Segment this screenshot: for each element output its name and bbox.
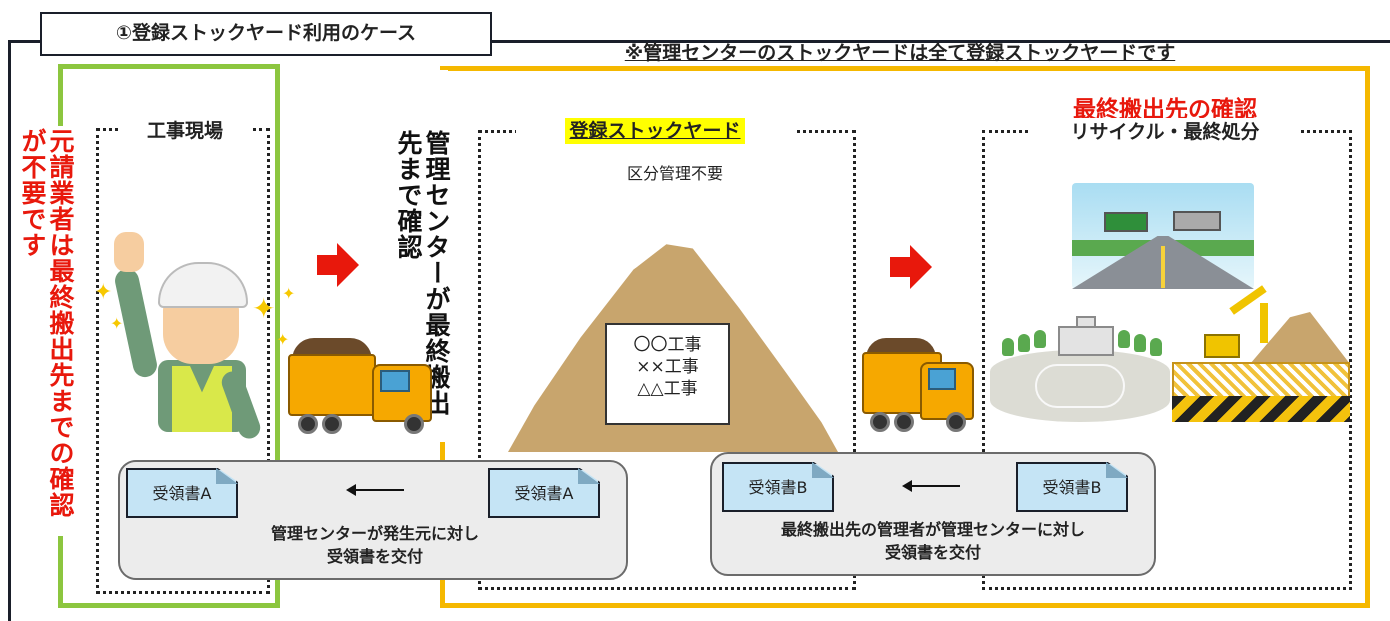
truck-window [928,368,956,390]
arrow-left-icon [902,480,912,492]
receipt-a-caption-line2: 受領書を交付 [326,547,423,567]
highway-center-line [1161,246,1165,288]
sign-line: △△工事 [637,379,698,400]
center-confirm-note: 管理センターが最終搬出先まで確認 [394,130,451,416]
safety-barrier [1172,396,1350,422]
receipt-document-icon: 受領書B [722,462,834,512]
center-frame-gap [436,70,448,442]
red-arrow-head [910,245,932,289]
sparkle-icon: ✦ [94,280,113,305]
receipt-b-caption: 最終搬出先の管理者が管理センターに対し 受領書を交付 [716,518,1150,564]
truck-wheel [894,412,914,432]
highway-sign [1173,211,1221,231]
landfill-excavator-icon [1204,334,1240,358]
contractor-frame-gap [54,126,66,536]
school-field-icon [990,350,1170,422]
outer-frame-left [8,40,11,621]
excavator-bucket-arm [1260,303,1268,343]
school-building [1058,326,1114,356]
field-track [1035,364,1125,408]
construction-site-title: 工事現場 [120,116,250,146]
red-arrow-head [337,243,359,287]
receipt-b-caption-line1: 最終搬出先の管理者が管理センターに対し [780,520,1085,539]
construction-worker-icon [163,300,239,364]
tree-icon [1002,338,1014,356]
truck-wheel [870,412,890,432]
stockyard-note: ※管理センターのストックヤードは全て登録ストックヤードです [624,42,1176,64]
final-destination-title: リサイクル・最終処分 [1030,118,1300,146]
contractor-note: 元請業者は最終搬出先までの確認が不要です [18,128,75,518]
highway-sign [1104,212,1148,232]
truck-window [380,370,410,392]
sparkle-icon: ✦ [276,330,290,349]
truck-wheel [298,414,318,434]
receipt-a-caption-line1: 管理センターが発生元に対し [270,524,479,543]
arrow-left-line [354,489,404,491]
sparkle-icon: ✦ [110,314,124,333]
red-arrow-icon [890,257,910,277]
tree-icon [1118,330,1130,348]
sign-line: ××工事 [636,357,699,378]
tree-icon [1134,334,1146,352]
sparkle-icon: ✦ [282,284,296,303]
receipt-a-caption: 管理センターが発生元に対し 受領書を交付 [130,522,620,568]
truck-wheel [946,412,966,432]
tree-icon [1150,338,1162,356]
worker-hand [114,232,144,272]
arrow-left-icon [346,484,356,496]
outer-frame-top [8,40,1390,43]
arrow-left-line [910,485,960,487]
stockyard-subtitle: 区分管理不要 [626,164,723,183]
receipt-b-caption-line2: 受領書を交付 [884,543,981,563]
dump-truck-icon [288,354,376,416]
truck-wheel [404,414,424,434]
case-title-tab: ①登録ストックヤード利用のケース [40,12,492,56]
sign-line: 〇〇工事 [633,335,702,355]
tree-icon [1034,330,1046,348]
sparkle-icon: ✦ [252,292,276,325]
project-sign: 〇〇工事 ××工事 △△工事 [605,323,730,425]
stockyard-title: 登録ストックヤード [565,118,745,144]
tree-icon [1018,334,1030,352]
red-arrow-icon [317,255,337,275]
truck-wheel [322,414,342,434]
stockyard-title-wrap: 登録ストックヤード [516,116,794,150]
